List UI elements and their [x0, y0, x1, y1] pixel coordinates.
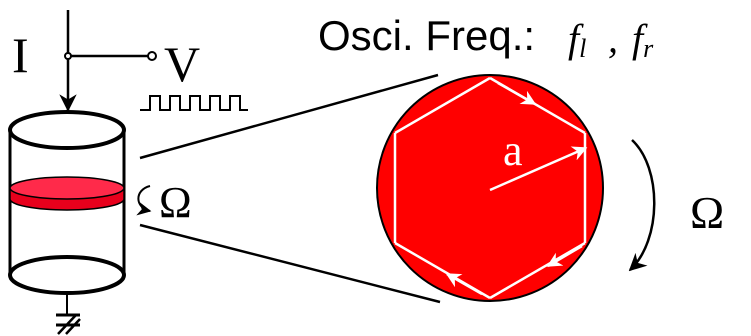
orbit-arrow-bottom-right — [546, 244, 583, 268]
omega-left-label: Ω — [159, 178, 192, 227]
pillar-top-cap — [8, 110, 126, 150]
current-label: I — [12, 27, 29, 83]
rotation-arrow-right — [628, 139, 656, 272]
nanopillar — [8, 110, 126, 295]
hex-edge-top-left — [394, 76, 491, 135]
freq-right-label: fr — [632, 16, 654, 63]
magnified-disk: a — [376, 74, 604, 302]
current-lead — [59, 10, 157, 112]
orbit-arrow-bottom-left — [445, 272, 483, 296]
pillar-bottom-cap — [8, 255, 126, 295]
freq-left-label: fl — [568, 16, 586, 63]
frequency-title: Osci. Freq.: — [318, 12, 535, 59]
voltage-terminal — [147, 51, 157, 61]
freq-right-subscript: r — [643, 34, 654, 63]
freq-left-subscript: l — [579, 34, 586, 63]
radius-label: a — [503, 126, 523, 175]
zoom-line-top — [139, 73, 439, 160]
omega-right-label: Ω — [690, 187, 724, 238]
radius-arrow — [489, 146, 588, 192]
freq-separator: , — [608, 16, 618, 61]
freq-title-text: Osci. Freq.: — [318, 12, 535, 59]
orbit-arrow-top-right — [497, 81, 537, 106]
ground-icon — [56, 293, 81, 335]
disk-circle — [376, 74, 604, 302]
rotation-arrow-left — [136, 185, 152, 216]
zoom-line-bottom — [139, 223, 441, 304]
junction-node — [64, 52, 72, 60]
voltage-label: V — [164, 36, 200, 92]
pulse-train-icon — [140, 95, 248, 111]
free-layer-disk — [9, 176, 125, 200]
